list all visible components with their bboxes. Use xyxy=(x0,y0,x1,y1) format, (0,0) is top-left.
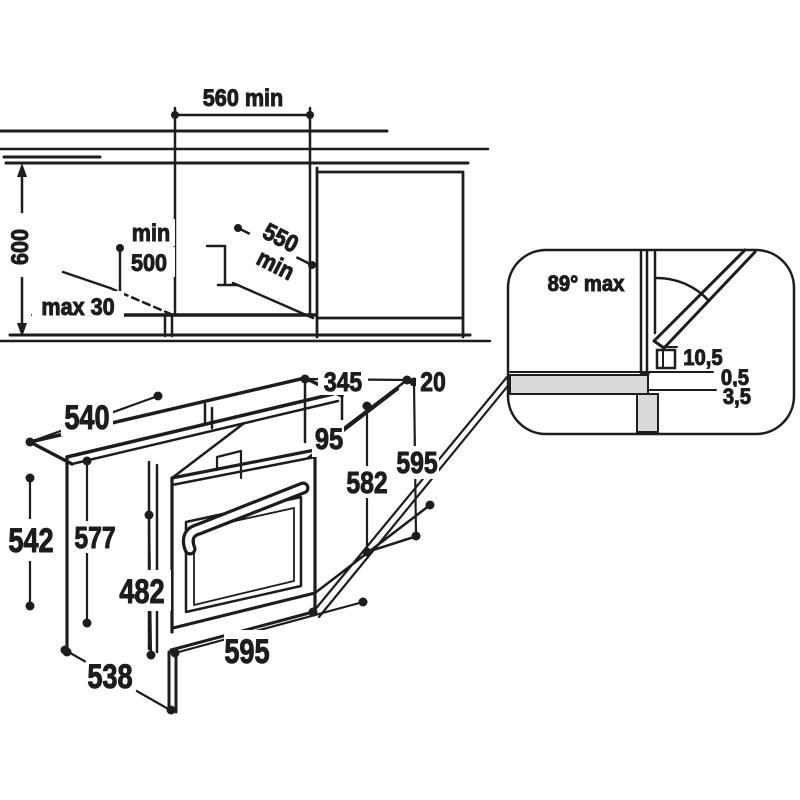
arrow-up-icon xyxy=(17,163,27,177)
door-section-square xyxy=(655,348,677,370)
dim-label-577: 577 xyxy=(74,520,115,554)
label-bg xyxy=(224,630,270,673)
dim-label-95: 95 xyxy=(315,422,343,455)
worktop-panel-step xyxy=(636,393,659,433)
label-bg xyxy=(245,242,297,285)
dim-label-min: min xyxy=(132,219,170,246)
niche-walls xyxy=(163,106,312,338)
right-cabinet-outline xyxy=(315,166,465,339)
label-bg xyxy=(680,347,726,368)
dim-label-20: 20 xyxy=(420,367,446,397)
label-bg xyxy=(312,420,344,457)
label-bg xyxy=(127,219,175,246)
door-angle-arc xyxy=(654,276,711,303)
detail-view: 89° max 10,5 0,5 3,5 xyxy=(506,248,796,436)
dimension-endpoints xyxy=(25,374,437,715)
label-bg xyxy=(4,519,60,561)
plinth-line-solid xyxy=(61,270,112,290)
dim-label-538: 538 xyxy=(87,657,132,696)
worktop-lines xyxy=(0,129,472,337)
oven-front-top-inner xyxy=(170,455,317,487)
detail-frame xyxy=(506,248,796,436)
dim-label-3-5: 3,5 xyxy=(723,385,751,409)
worktop-panel xyxy=(509,374,649,395)
arrow-down-icon xyxy=(17,323,27,337)
dim-label-10-5: 10,5 xyxy=(683,346,723,370)
open-door-lines xyxy=(652,248,757,350)
dim-endpoint xyxy=(306,111,314,119)
dim-endpoint xyxy=(234,224,242,232)
dim-endpoint xyxy=(171,111,179,119)
section-view: 560 min 600 min 500 550 min max 30 xyxy=(0,83,492,343)
label-bg xyxy=(32,291,124,321)
label-bg xyxy=(76,644,146,708)
oven-front-face xyxy=(170,442,317,634)
label-bg xyxy=(717,387,757,407)
cabinet-wall-lines xyxy=(639,250,657,375)
dim-label-595-height: 595 xyxy=(396,445,437,479)
worktop-lower-line xyxy=(0,147,492,343)
dim-label-500: 500 xyxy=(131,249,167,276)
dim-endpoint xyxy=(308,261,316,269)
label-bg xyxy=(344,466,391,498)
label-bg xyxy=(114,570,171,611)
label-bg xyxy=(70,521,120,553)
label-bg xyxy=(61,398,113,436)
dim-label-89-max: 89° max xyxy=(548,272,625,296)
cabinet-top-slab-inner xyxy=(70,379,344,466)
gap-leader-lines xyxy=(509,346,717,391)
dim-label-482: 482 xyxy=(119,572,164,611)
dim-label-542: 542 xyxy=(8,521,53,560)
oven-handle-face xyxy=(185,484,307,553)
label-bg xyxy=(416,369,452,395)
label-bg xyxy=(714,367,754,388)
vent-bracket xyxy=(205,244,239,287)
dim-label-560-min: 560 min xyxy=(203,84,283,111)
dim-label-max-30: max 30 xyxy=(41,293,114,320)
dim-label-600: 600 xyxy=(6,229,33,265)
dim-label-595-front: 595 xyxy=(224,632,269,671)
label-bg xyxy=(396,446,439,479)
label-bg xyxy=(318,369,368,395)
oven-rear-edges xyxy=(170,378,432,595)
dim-label-345: 345 xyxy=(324,367,362,397)
cabinet-top-slab xyxy=(28,376,344,466)
label-bg xyxy=(248,212,308,260)
dim-label-540: 540 xyxy=(64,398,109,437)
isometric-view: 540 542 577 482 538 595 582 595 345 20 9… xyxy=(4,367,513,715)
dim-label-0-5: 0,5 xyxy=(721,366,749,390)
dim-label-582: 582 xyxy=(346,465,387,499)
label-bg xyxy=(125,247,175,277)
oven-door-inner xyxy=(193,507,295,606)
